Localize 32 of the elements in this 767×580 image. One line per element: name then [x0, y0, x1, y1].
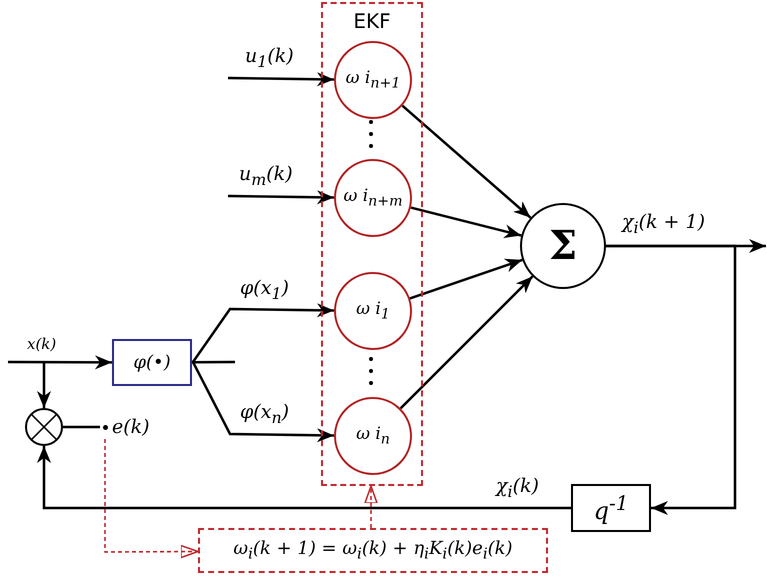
arrow — [410, 258, 523, 300]
edge-label: x(k) — [25, 336, 58, 352]
arrow — [410, 206, 522, 238]
node-label: ω i$_{n+m}$ — [343, 186, 403, 210]
node-label: ω i$_{1}$ — [356, 300, 390, 322]
arrow — [400, 276, 534, 410]
group-title: EKF — [353, 10, 391, 32]
arrow — [228, 190, 334, 204]
arrow — [364, 485, 378, 528]
arrow — [191, 360, 334, 442]
arrow — [192, 303, 334, 364]
update-equation-box — [198, 528, 548, 573]
node-label: ω$_{i}$(k + 1) = ω$_{i}$(k) + η$_{i}$K$_{i}$(k)e$_{i}$(k) — [233, 538, 513, 562]
node-label: ω i$_{n+1}$ — [346, 68, 400, 92]
node-label: φ(•) — [133, 352, 171, 372]
node-label: e(k) — [112, 416, 150, 438]
arrow — [606, 244, 736, 515]
ekf-box — [321, 2, 423, 486]
node-label: ω i$_{n}$ — [356, 424, 390, 448]
connector-line — [63, 426, 100, 428]
arrow — [104, 439, 199, 558]
connector-line — [192, 360, 235, 364]
activation-function-box — [112, 339, 192, 386]
arrow — [37, 362, 51, 408]
multiplier-node — [25, 408, 63, 446]
arrow — [37, 446, 571, 510]
arrow — [402, 104, 532, 219]
delay-box — [571, 484, 651, 532]
node-label: q$^{-1}$ — [594, 492, 628, 524]
arrow — [228, 72, 334, 86]
arrow — [8, 355, 112, 370]
sigma-symbol: Σ — [548, 224, 578, 268]
